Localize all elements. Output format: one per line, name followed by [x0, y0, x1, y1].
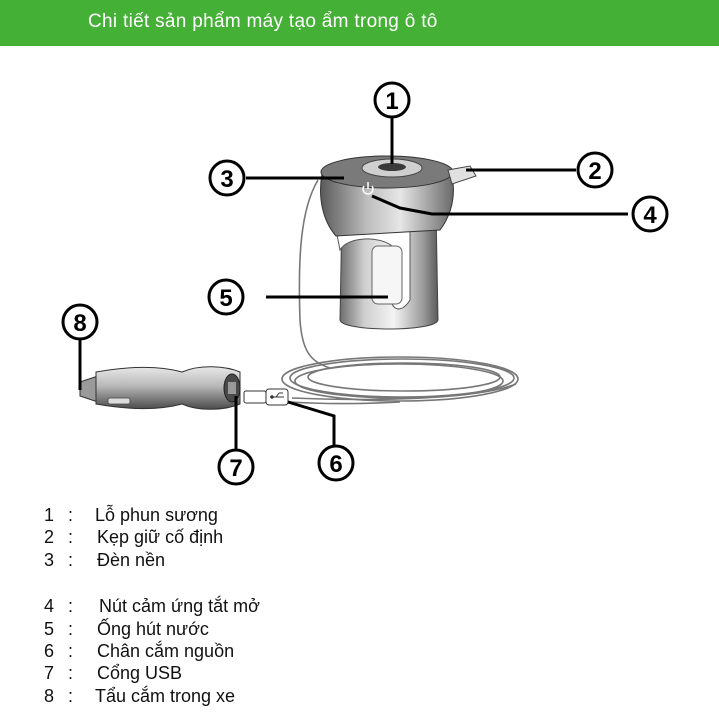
- legend-item-label: Lỗ phun sương: [95, 505, 218, 525]
- marker-8-label: 8: [73, 310, 86, 337]
- marker-8: 8: [61, 303, 99, 341]
- legend-item-number: 1: [44, 505, 55, 525]
- legend-item-colon: :: [68, 527, 74, 547]
- legend-item-number: 7: [44, 663, 55, 683]
- legend-item: 7 : Cổng USB: [0, 663, 719, 685]
- legend-item-label: Kẹp giữ cố định: [97, 527, 224, 547]
- coiled-cable: [281, 179, 519, 405]
- legend-item-colon: :: [68, 686, 74, 706]
- legend-item: 4 : Nút cảm ứng tắt mở: [0, 596, 719, 618]
- usb-plug: [243, 388, 289, 406]
- leader-lines: [78, 112, 628, 450]
- legend-item-label: Cổng USB: [97, 663, 183, 683]
- legend-item-label: Đèn nền: [97, 550, 166, 570]
- legend-item-colon: :: [68, 663, 74, 683]
- legend-item: 6 : Chân cắm nguồn: [0, 641, 719, 663]
- product-diagram: 1 2 3 4 5 6 7 8: [61, 81, 669, 486]
- legend-item-colon: :: [68, 641, 74, 661]
- usb-icon: [270, 392, 284, 399]
- marker-4: 4: [631, 195, 669, 233]
- legend-item: 5 : Ống hút nước: [0, 619, 719, 641]
- legend-item: 3 : Đèn nền: [0, 550, 719, 572]
- legend-item-number: 4: [44, 596, 55, 616]
- marker-2: 2: [576, 151, 614, 189]
- marker-7: 7: [217, 448, 255, 486]
- marker-3: 3: [208, 159, 246, 197]
- power-icon: [362, 182, 374, 195]
- legend-item: 2 : Kẹp giữ cố định: [0, 527, 719, 549]
- legend-item-number: 8: [44, 686, 55, 706]
- legend-item-number: 2: [44, 527, 55, 547]
- legend-item-colon: :: [68, 550, 74, 570]
- legend-item-label: Nút cảm ứng tắt mở: [99, 596, 260, 616]
- legend-item-colon: :: [68, 619, 74, 639]
- title-banner: Chi tiết sản phẩm máy tạo ẩm trong ô tô: [0, 0, 719, 46]
- banner-title: Chi tiết sản phẩm máy tạo ẩm trong ô tô: [88, 11, 438, 32]
- legend-item-number: 3: [44, 550, 55, 570]
- legend-item: 1 : Lỗ phun sương: [0, 505, 719, 527]
- legend-item: 8 : Tẩu cắm trong xe: [0, 686, 719, 708]
- legend-item-number: 6: [44, 641, 55, 661]
- marker-6: 6: [317, 444, 355, 482]
- legend-item-label: Ống hút nước: [97, 619, 209, 639]
- marker-1: 1: [373, 81, 411, 119]
- marker-5: 5: [207, 278, 245, 316]
- marker-3-label: 3: [220, 166, 233, 193]
- car-plug: [79, 366, 241, 410]
- marker-2-label: 2: [588, 158, 601, 185]
- legend-item-colon: :: [68, 596, 74, 616]
- marker-4-label: 4: [643, 202, 657, 229]
- marker-7-label: 7: [229, 455, 242, 482]
- legend-item-label: Chân cắm nguồn: [97, 641, 235, 661]
- legend-item-label: Tẩu cắm trong xe: [95, 686, 236, 706]
- marker-5-label: 5: [219, 285, 232, 312]
- legend-item-number: 5: [44, 619, 55, 639]
- legend-item-colon: :: [68, 505, 74, 525]
- humidifier-body: [320, 155, 477, 330]
- marker-1-label: 1: [385, 88, 398, 115]
- marker-6-label: 6: [329, 451, 342, 478]
